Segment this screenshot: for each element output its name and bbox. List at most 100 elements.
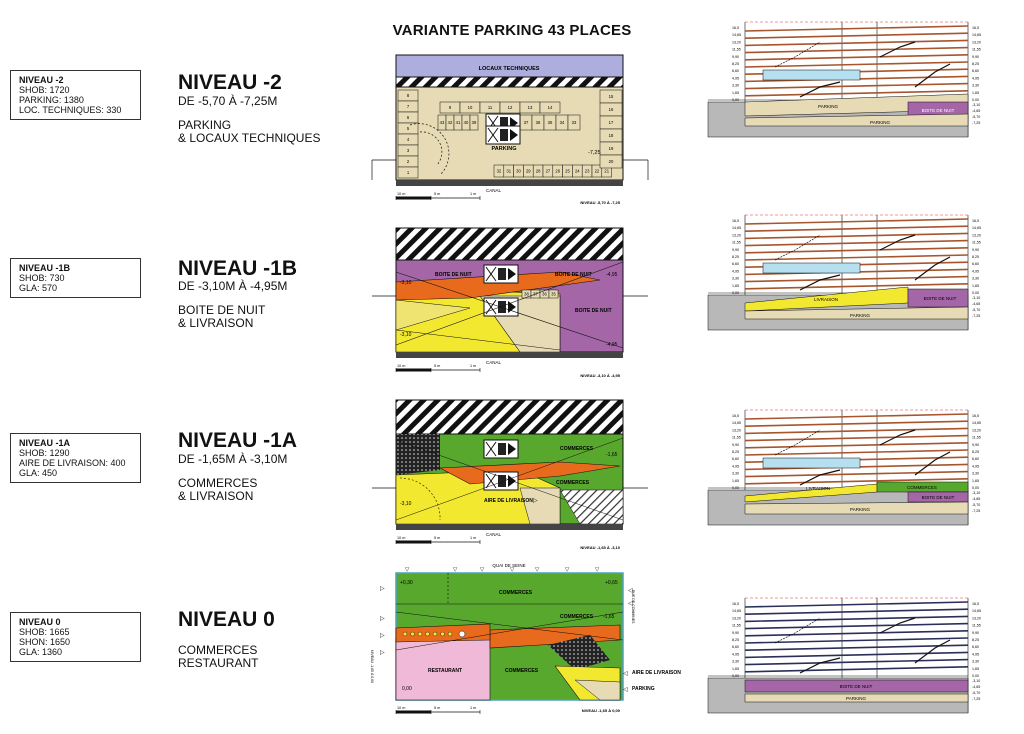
elevation-label: +0,65 — [605, 580, 618, 586]
label: 0,00 — [732, 98, 739, 102]
label: 38 — [524, 292, 529, 297]
floor-slab — [744, 254, 969, 261]
floor-slab — [744, 666, 969, 673]
floor-slab — [744, 630, 969, 637]
scale-bar-block — [396, 540, 431, 544]
floor-slab — [744, 644, 969, 651]
label: 36 — [536, 120, 541, 125]
floor-slab — [744, 427, 969, 435]
info-line: GLA: 450 — [19, 468, 58, 478]
label: 10 m — [397, 364, 405, 368]
floor-slab — [744, 239, 969, 247]
label: 6 — [407, 115, 410, 120]
label: ▽ — [510, 567, 515, 573]
plan-level-caption: NIVEAU -5,70 À -7,25 — [580, 200, 620, 205]
arrow-icon: ◁ — [623, 687, 628, 693]
floor-slab — [744, 32, 969, 39]
plan-level-minus1a: COMMERCES COMMERCES AIRE DE LIVRAISON ▷ … — [372, 399, 648, 550]
info-line: GLA: 1360 — [19, 647, 63, 657]
label: 9,90 — [732, 248, 739, 252]
info-line: SHOB: 1720 — [19, 85, 70, 95]
floor-slab — [744, 218, 969, 225]
label: 1,65 — [972, 91, 979, 95]
zone-parking — [744, 113, 969, 127]
label: 27 — [546, 169, 551, 174]
label: 8,25 — [972, 638, 979, 642]
label: 15 — [609, 94, 614, 99]
label: 13,20 — [972, 40, 981, 44]
plan-label-parking: PARKING — [492, 146, 517, 152]
floor-slab — [744, 232, 969, 240]
floor-slab — [744, 622, 969, 630]
label: 6,60 — [972, 645, 979, 649]
floor-slab — [744, 54, 969, 61]
label: 9 — [449, 105, 452, 110]
zone-parking — [744, 306, 969, 320]
plan-label-delivery: AIRE DE LIVRAISON — [484, 498, 533, 504]
escalator — [879, 234, 916, 251]
label: 40 — [464, 120, 469, 125]
label: 11,55 — [972, 241, 981, 245]
floor-slab — [744, 637, 969, 644]
label: 8 — [407, 93, 410, 98]
label: 34 — [560, 120, 565, 125]
label: 3 — [407, 148, 410, 153]
label: 16,5 — [972, 26, 979, 30]
label: 7 — [407, 104, 410, 109]
label: 6,60 — [972, 457, 979, 461]
label: BOITE DE NUIT — [922, 495, 955, 500]
escalator — [914, 63, 951, 88]
label: 17 — [609, 120, 614, 125]
label: 9,90 — [972, 443, 979, 447]
parking-space — [397, 166, 419, 179]
label: BOITE DE NUIT — [840, 684, 873, 689]
arrow-icon: ▷ — [380, 616, 385, 622]
label: 1 m — [470, 536, 476, 540]
label: 0,00 — [972, 98, 979, 102]
label: -7,25 — [972, 509, 980, 513]
label: 26 — [555, 169, 560, 174]
label: ▽ — [535, 567, 540, 573]
label: PARKING — [818, 104, 838, 109]
label: 3,30 — [732, 84, 739, 88]
label: 5 m — [434, 536, 440, 540]
label: 35 — [551, 292, 556, 297]
level-use-line: PARKING — [178, 118, 232, 132]
label: 16,5 — [732, 602, 739, 606]
label: ▽ — [405, 567, 410, 573]
plan-label-parking: PARKING — [632, 686, 655, 692]
label: 4,95 — [972, 464, 979, 468]
arrow-icon: ◁ — [628, 588, 633, 594]
scale-bar-block — [396, 196, 431, 200]
label: ▽ — [565, 567, 570, 573]
label: 13,20 — [732, 616, 741, 620]
label: 24 — [575, 169, 580, 174]
entrance-triangles: ▽▽▽▽▽▽▽ — [405, 567, 600, 573]
elevation-label: +0,30 — [400, 580, 413, 586]
info-level-name: NIVEAU -1A — [19, 438, 71, 448]
label: 14 — [548, 105, 553, 110]
info-line: SHOB: 1665 — [19, 627, 70, 637]
label: 14,65 — [732, 421, 741, 425]
label: 43 — [440, 120, 445, 125]
label: PARKING — [846, 696, 866, 701]
label: 16,5 — [732, 219, 739, 223]
label: 0,00 — [972, 486, 979, 490]
label: 11,55 — [732, 241, 741, 245]
label: 3,30 — [732, 660, 739, 664]
floor-slab — [744, 61, 969, 68]
label: 11,55 — [972, 436, 981, 440]
floor-slab — [744, 46, 969, 54]
arrow-icon: ▷ — [380, 633, 385, 639]
label: 36 — [542, 292, 547, 297]
label: -7,25 — [972, 314, 980, 318]
label: -4,65 — [972, 302, 980, 306]
plan-level-caption: NIVEAU -1,65 À 0,00 — [582, 708, 621, 713]
label: -5,70 — [972, 503, 980, 507]
stair — [774, 41, 821, 68]
label: 10 m — [397, 706, 405, 710]
